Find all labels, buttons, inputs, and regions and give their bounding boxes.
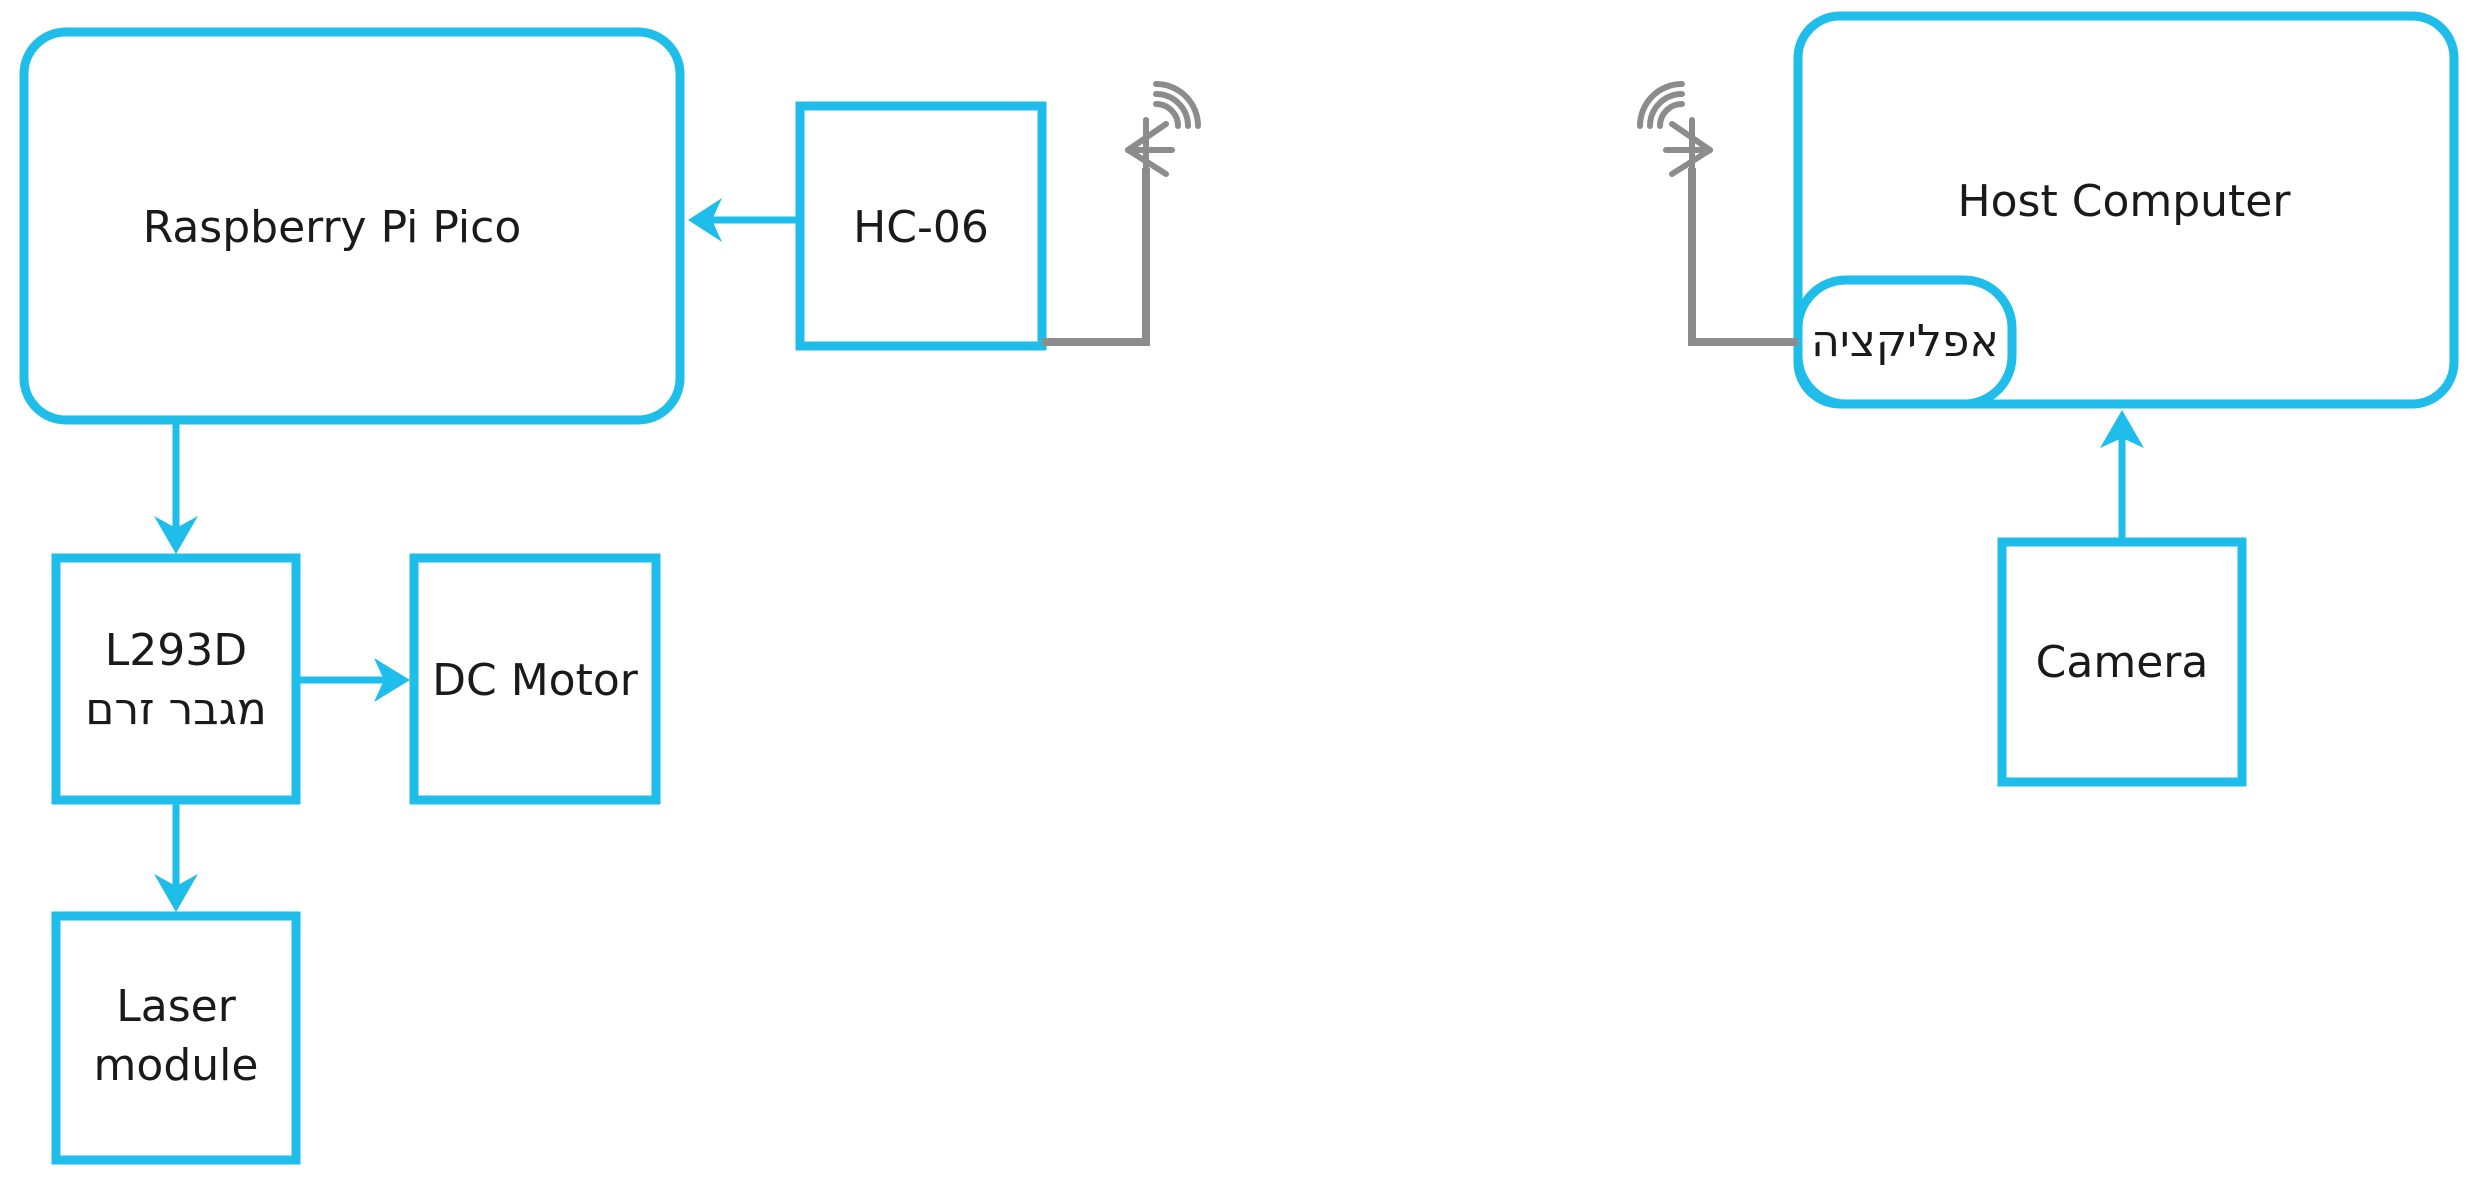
host-label: Host Computer <box>1958 176 2292 227</box>
l293d-label-line2: מגבר זרם <box>85 684 267 735</box>
laser-label-line1: Laser <box>116 981 236 1032</box>
host-box <box>1793 11 2459 409</box>
laser-box <box>51 911 301 1165</box>
edge-pico-to-l293d <box>154 420 198 554</box>
camera-label: Camera <box>2036 637 2209 688</box>
node-laser-module: Laser module <box>51 911 301 1165</box>
dc-motor-label: DC Motor <box>432 655 639 706</box>
node-host-computer: Host Computer <box>1793 11 2459 409</box>
arrowhead <box>374 658 410 702</box>
laser-label-line2: module <box>94 1040 259 1091</box>
dc-motor-box <box>409 553 661 805</box>
arrowhead <box>154 516 198 554</box>
app-label: אפליקציה <box>1811 316 1999 367</box>
node-dc-motor: DC Motor <box>409 553 661 805</box>
bluetooth-antenna-icon <box>1125 81 1201 189</box>
hc06-box <box>795 101 1047 351</box>
l293d-label-line1: L293D <box>105 625 247 676</box>
bluetooth-antenna-icon <box>1637 81 1713 189</box>
hc06-label: HC-06 <box>853 202 989 253</box>
edge-hc06-to-pico <box>688 198 800 242</box>
l293d-box <box>51 553 301 805</box>
arrowhead <box>688 198 722 242</box>
pico-label: Raspberry Pi Pico <box>143 202 522 253</box>
app-antenna-wire <box>1688 168 1798 346</box>
arrowhead <box>154 874 198 912</box>
node-hc06: HC-06 <box>795 101 1047 351</box>
node-l293d: L293D מגבר זרם <box>51 553 301 805</box>
edge-camera-to-host <box>2100 410 2144 542</box>
arrowhead <box>2100 410 2144 448</box>
node-application: אפליקציה <box>1793 275 2017 409</box>
node-camera: Camera <box>1997 537 2247 787</box>
edge-l293d-to-dc-motor <box>296 658 410 702</box>
node-raspberry-pi-pico: Raspberry Pi Pico <box>19 27 685 425</box>
pico-box <box>19 27 685 425</box>
hc06-antenna-wire <box>1042 168 1150 346</box>
edge-l293d-to-laser <box>154 800 198 912</box>
